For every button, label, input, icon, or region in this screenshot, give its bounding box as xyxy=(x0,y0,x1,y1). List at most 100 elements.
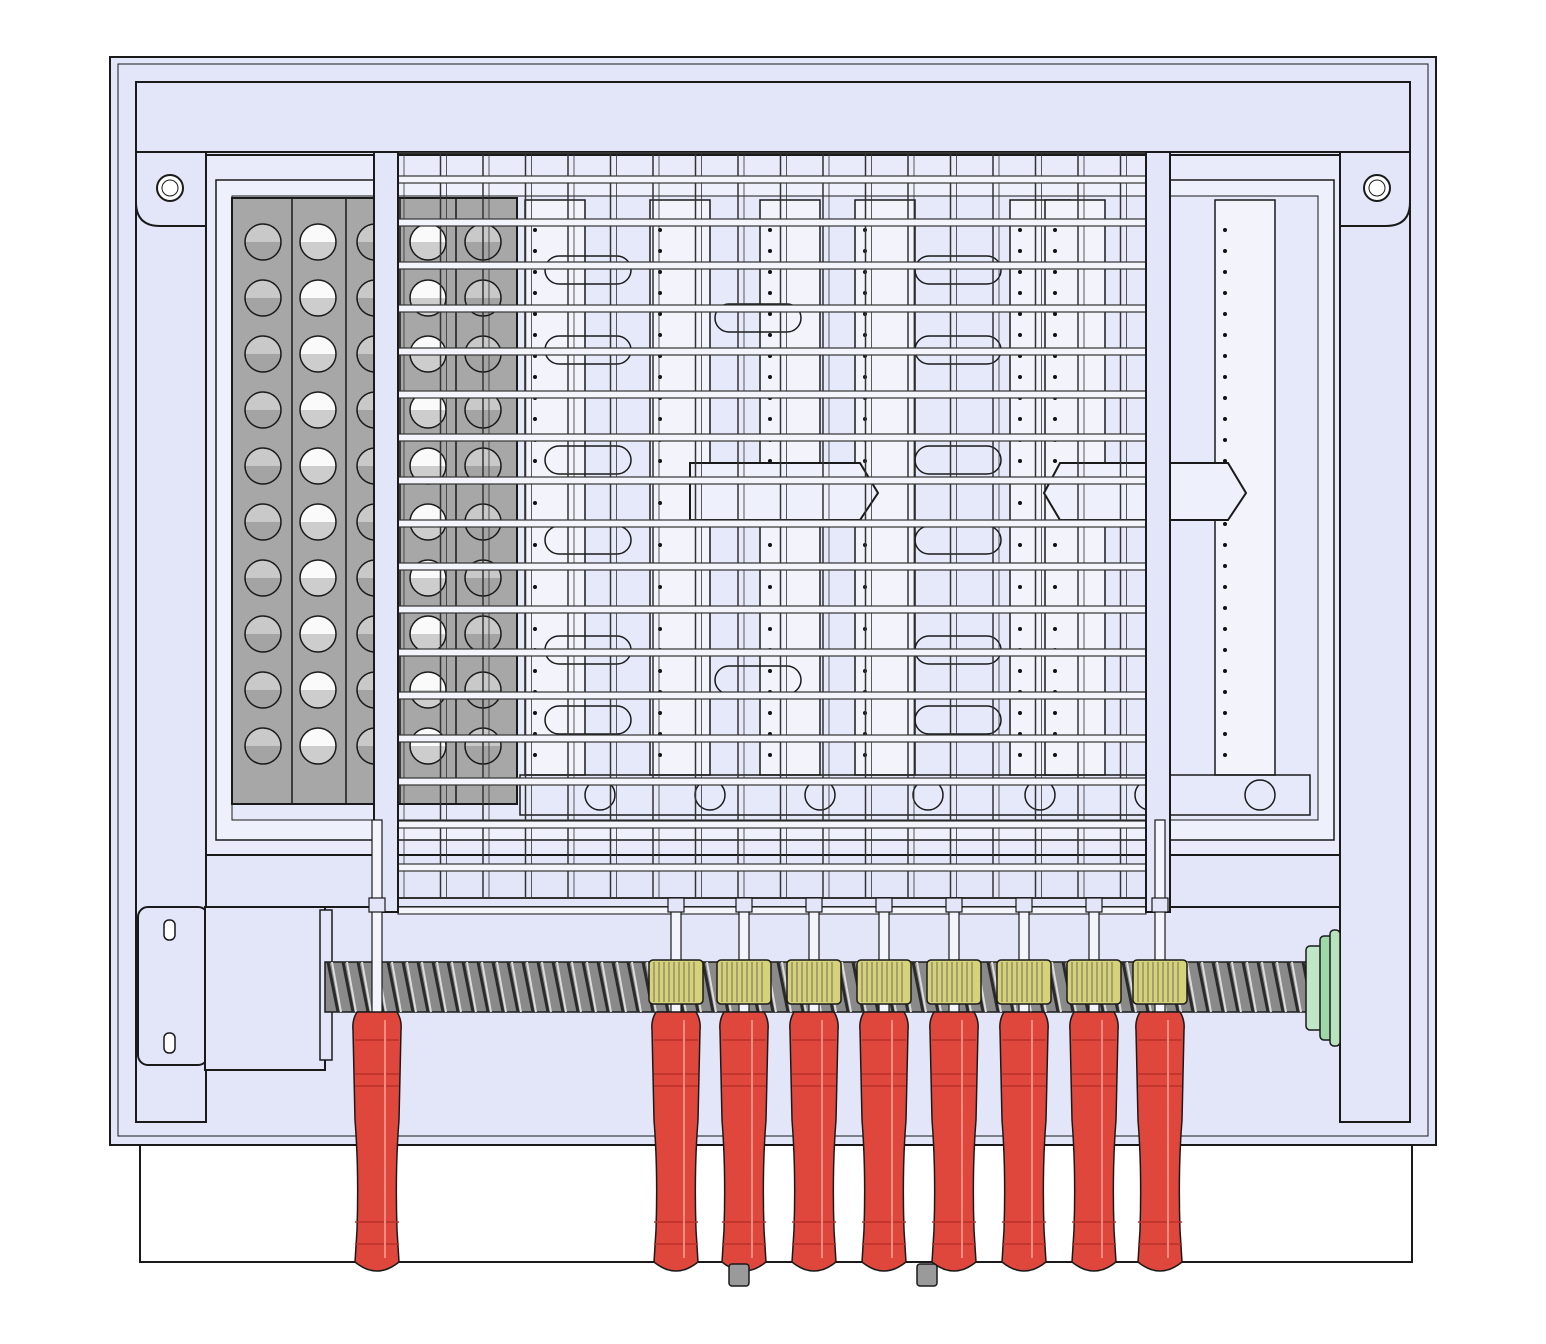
burner-slot xyxy=(544,445,632,475)
tray-hole xyxy=(299,503,337,541)
grate-bar xyxy=(397,175,1147,184)
grate-bar xyxy=(397,390,1147,399)
rod-thread xyxy=(776,961,790,1013)
rod-thread xyxy=(491,961,505,1013)
tray-hole xyxy=(299,559,337,597)
rod-thread xyxy=(431,961,445,1013)
grate-bar xyxy=(397,261,1147,270)
tray-hole xyxy=(244,615,282,653)
rod-thread xyxy=(1121,961,1135,1013)
grate-bar xyxy=(397,218,1147,227)
rod-thread xyxy=(701,961,715,1013)
tray-hole xyxy=(299,615,337,653)
valve-nut xyxy=(856,959,912,1005)
rod-thread xyxy=(356,961,370,1013)
rod-thread xyxy=(461,961,475,1013)
tray-hole xyxy=(299,335,337,373)
bolt-hole-right xyxy=(1363,174,1391,202)
tray-hole xyxy=(244,391,282,429)
valve-nut xyxy=(716,959,772,1005)
tray-hole xyxy=(244,223,282,261)
top-rail xyxy=(135,81,1411,153)
grate-post-left xyxy=(373,151,399,913)
rod-thread xyxy=(476,961,490,1013)
motor-box xyxy=(137,906,333,1071)
tray-hole xyxy=(244,279,282,317)
tray-hole xyxy=(299,391,337,429)
grate-bar xyxy=(397,605,1147,614)
valve-nut xyxy=(648,959,704,1005)
handle-grip xyxy=(929,1011,979,1272)
handle-grip xyxy=(1135,1011,1185,1272)
rod-thread xyxy=(566,961,580,1013)
grate-bar xyxy=(397,820,1147,829)
grate-bar xyxy=(397,777,1147,786)
tray-hole xyxy=(299,279,337,317)
rod-thread xyxy=(326,961,340,1013)
grate-bar xyxy=(397,433,1147,442)
rod-thread xyxy=(1271,961,1285,1013)
burner-slot xyxy=(914,255,1002,285)
tray-hole xyxy=(299,671,337,709)
rod-thread xyxy=(1286,961,1300,1013)
rod-thread xyxy=(1211,961,1225,1013)
drain-hole xyxy=(1244,779,1276,811)
grate-post-right xyxy=(1145,151,1171,913)
grate-bar xyxy=(397,734,1147,743)
rod-thread xyxy=(401,961,415,1013)
rod-thread xyxy=(536,961,550,1013)
valve-handle xyxy=(648,897,704,1272)
grate-bar xyxy=(397,906,1147,915)
rod-thread xyxy=(506,961,520,1013)
bottom-studs xyxy=(728,1263,938,1287)
handle-grip xyxy=(789,1011,839,1272)
rod-thread xyxy=(446,961,460,1013)
grate-bar xyxy=(397,519,1147,528)
valve-handle xyxy=(926,897,982,1272)
grate-bar xyxy=(397,476,1147,485)
right-post xyxy=(1339,151,1411,1123)
handle-grip xyxy=(651,1011,701,1272)
rod-thread xyxy=(596,961,610,1013)
valve-handle xyxy=(996,897,1052,1272)
burner-slot xyxy=(714,303,802,333)
rod-thread xyxy=(1226,961,1240,1013)
valve-handle xyxy=(1132,819,1188,1272)
burner-slot xyxy=(914,445,1002,475)
handle-grip xyxy=(1069,1011,1119,1272)
grate-bar xyxy=(397,648,1147,657)
tray-hole xyxy=(244,559,282,597)
burner-slot xyxy=(544,255,632,285)
rod-thread xyxy=(551,961,565,1013)
tray-hole xyxy=(244,335,282,373)
valve-nut xyxy=(926,959,982,1005)
grate-bar xyxy=(397,691,1147,700)
tray-hole xyxy=(244,727,282,765)
handle-grip xyxy=(719,1011,769,1272)
rod-thread xyxy=(521,961,535,1013)
valve-nut xyxy=(996,959,1052,1005)
burner-tube xyxy=(524,199,586,776)
rod-thread xyxy=(626,961,640,1013)
valve-handle xyxy=(352,819,402,1272)
rod-thread xyxy=(611,961,625,1013)
valve-handle xyxy=(716,897,772,1272)
handle-grip xyxy=(352,1011,402,1272)
handle-grip xyxy=(859,1011,909,1272)
tray-hole xyxy=(299,727,337,765)
rod-thread xyxy=(1256,961,1270,1013)
grate-bar xyxy=(397,304,1147,313)
bolt-hole-left xyxy=(156,174,184,202)
valve-handle xyxy=(856,897,912,1272)
rod-thread xyxy=(416,961,430,1013)
tray-hole xyxy=(244,671,282,709)
burner-slot xyxy=(544,705,632,735)
tray-hole xyxy=(244,447,282,485)
rod-thread xyxy=(1241,961,1255,1013)
burner-rail xyxy=(519,774,1311,816)
tray-hole xyxy=(244,503,282,541)
burner-slot xyxy=(914,705,1002,735)
rod-thread xyxy=(911,961,925,1013)
